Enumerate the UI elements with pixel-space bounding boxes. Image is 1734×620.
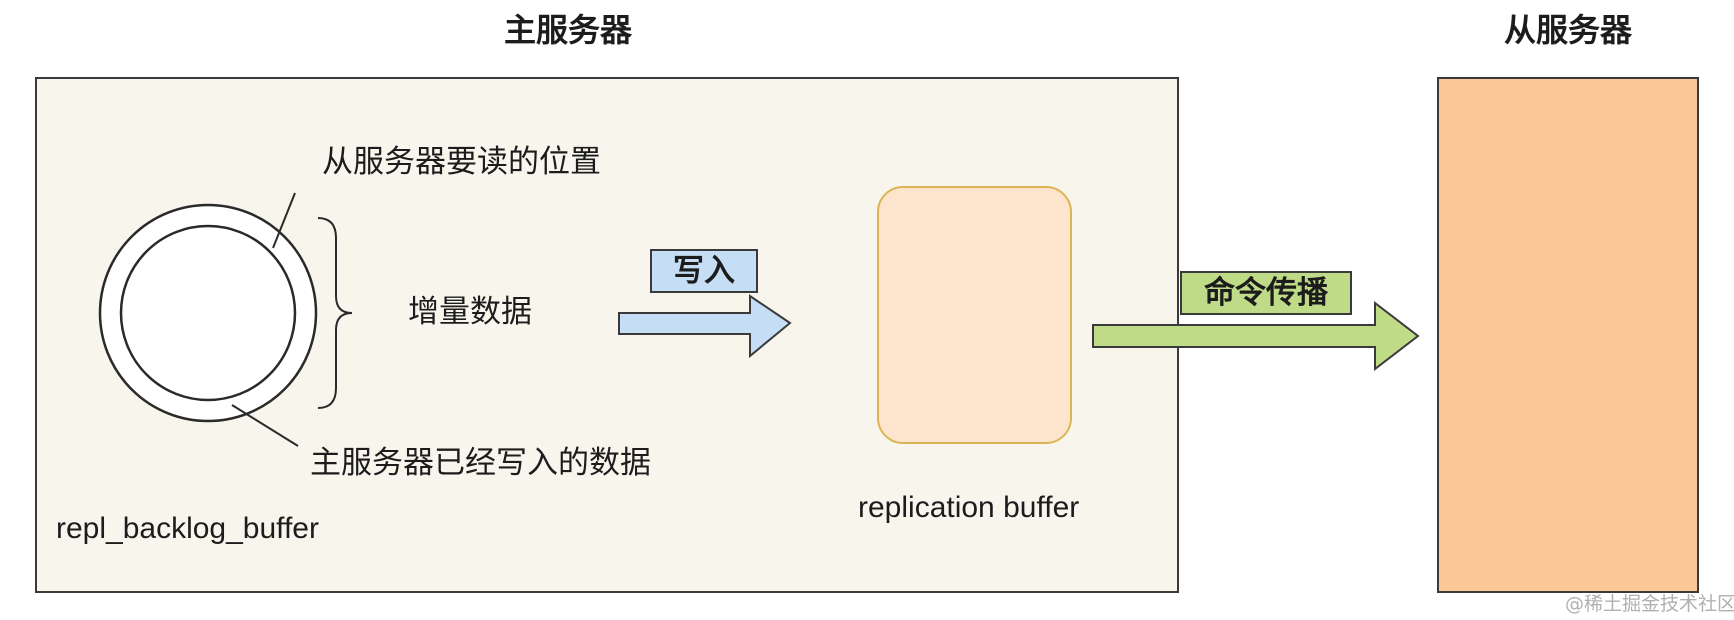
replication-buffer-label: replication buffer	[858, 491, 1080, 524]
master-written-pointer-line	[231, 404, 299, 447]
propagate-arrow	[1092, 300, 1420, 372]
watermark: @稀土掘金技术社区	[1565, 593, 1734, 615]
slave-server-box	[1437, 77, 1699, 593]
incremental-brace	[317, 217, 353, 409]
write-arrow	[618, 294, 792, 359]
ring-buffer-inner	[119, 224, 297, 402]
master-server-title: 主服务器	[503, 11, 632, 49]
slave-read-pointer-line	[272, 192, 296, 249]
slave-read-position-label: 从服务器要读的位置	[322, 144, 601, 180]
replication-buffer-box	[877, 186, 1072, 444]
write-tag: 写入	[650, 249, 758, 293]
slave-server-title: 从服务器	[1503, 11, 1632, 49]
command-propagation-tag: 命令传播	[1180, 271, 1352, 315]
incremental-data-label: 增量数据	[408, 294, 532, 330]
repl-backlog-buffer-label: repl_backlog_buffer	[56, 512, 319, 545]
master-written-data-label: 主服务器已经写入的数据	[310, 445, 651, 481]
